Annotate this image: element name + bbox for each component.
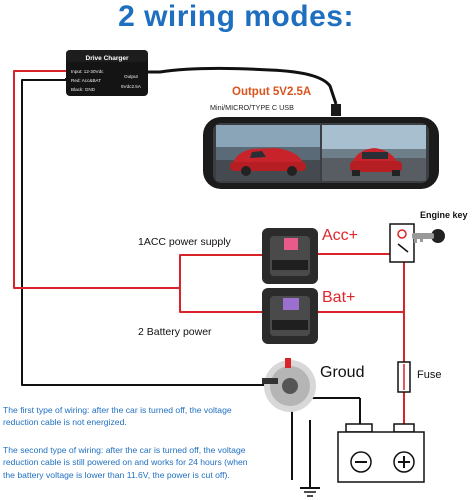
charger-name: Drive Charger: [86, 55, 129, 62]
ground-symbol-icon: [300, 487, 320, 497]
battery-power-label: 2 Battery power: [138, 326, 212, 338]
description-first-wiring: The first type of wiring: after the car …: [3, 405, 232, 428]
mirror-dashcam: [203, 104, 439, 189]
minus-icon: [350, 451, 372, 473]
engine-key-switch: [389, 223, 445, 263]
charger-black-wire: Black: GND: [71, 87, 96, 92]
car-icon: [230, 148, 306, 176]
acc-label: Acc+: [322, 227, 359, 244]
output-spec-label: Output 5V2.5A: [232, 86, 312, 98]
page-title: 2 wiring modes:: [118, 0, 354, 33]
engine-key-label: Engine key: [420, 210, 468, 220]
drive-charger-module: Drive Charger Input: 12-30Vdc Red: Acc&B…: [66, 50, 148, 96]
bat-branch-wire: [179, 288, 262, 313]
charger-output-label: Output: [124, 74, 139, 79]
ground-label: Groud: [320, 364, 365, 381]
acc-fuse-tap: [262, 228, 318, 284]
battery-icon: [337, 423, 425, 483]
fuse-label: Fuse: [417, 369, 442, 381]
charger-output-value: 5Vdc2.5A: [121, 84, 142, 89]
acc-branch-wire: [179, 254, 262, 288]
key-icon: [412, 229, 445, 243]
usb-cable: [148, 66, 338, 105]
plus-icon: [393, 451, 415, 473]
ground-ring-terminal: [262, 358, 316, 412]
acc-key-wire: [318, 253, 401, 262]
fuse-icon: [397, 361, 411, 393]
charger-input: Input: 12-30Vdc: [71, 69, 104, 74]
description-second-wiring: The second type of wiring: after the car…: [3, 445, 248, 480]
car-icon: [350, 148, 402, 176]
bat-fuse-tap: [262, 288, 318, 344]
acc-supply-label: 1ACC power supply: [138, 236, 231, 248]
charger-red-wire: Red: Acc&BAT: [71, 78, 101, 83]
bat-label: Bat+: [322, 289, 356, 306]
red-main-wire: [13, 70, 180, 289]
usb-types-label: Mini/MICRO/TYPE C USB: [210, 103, 294, 112]
